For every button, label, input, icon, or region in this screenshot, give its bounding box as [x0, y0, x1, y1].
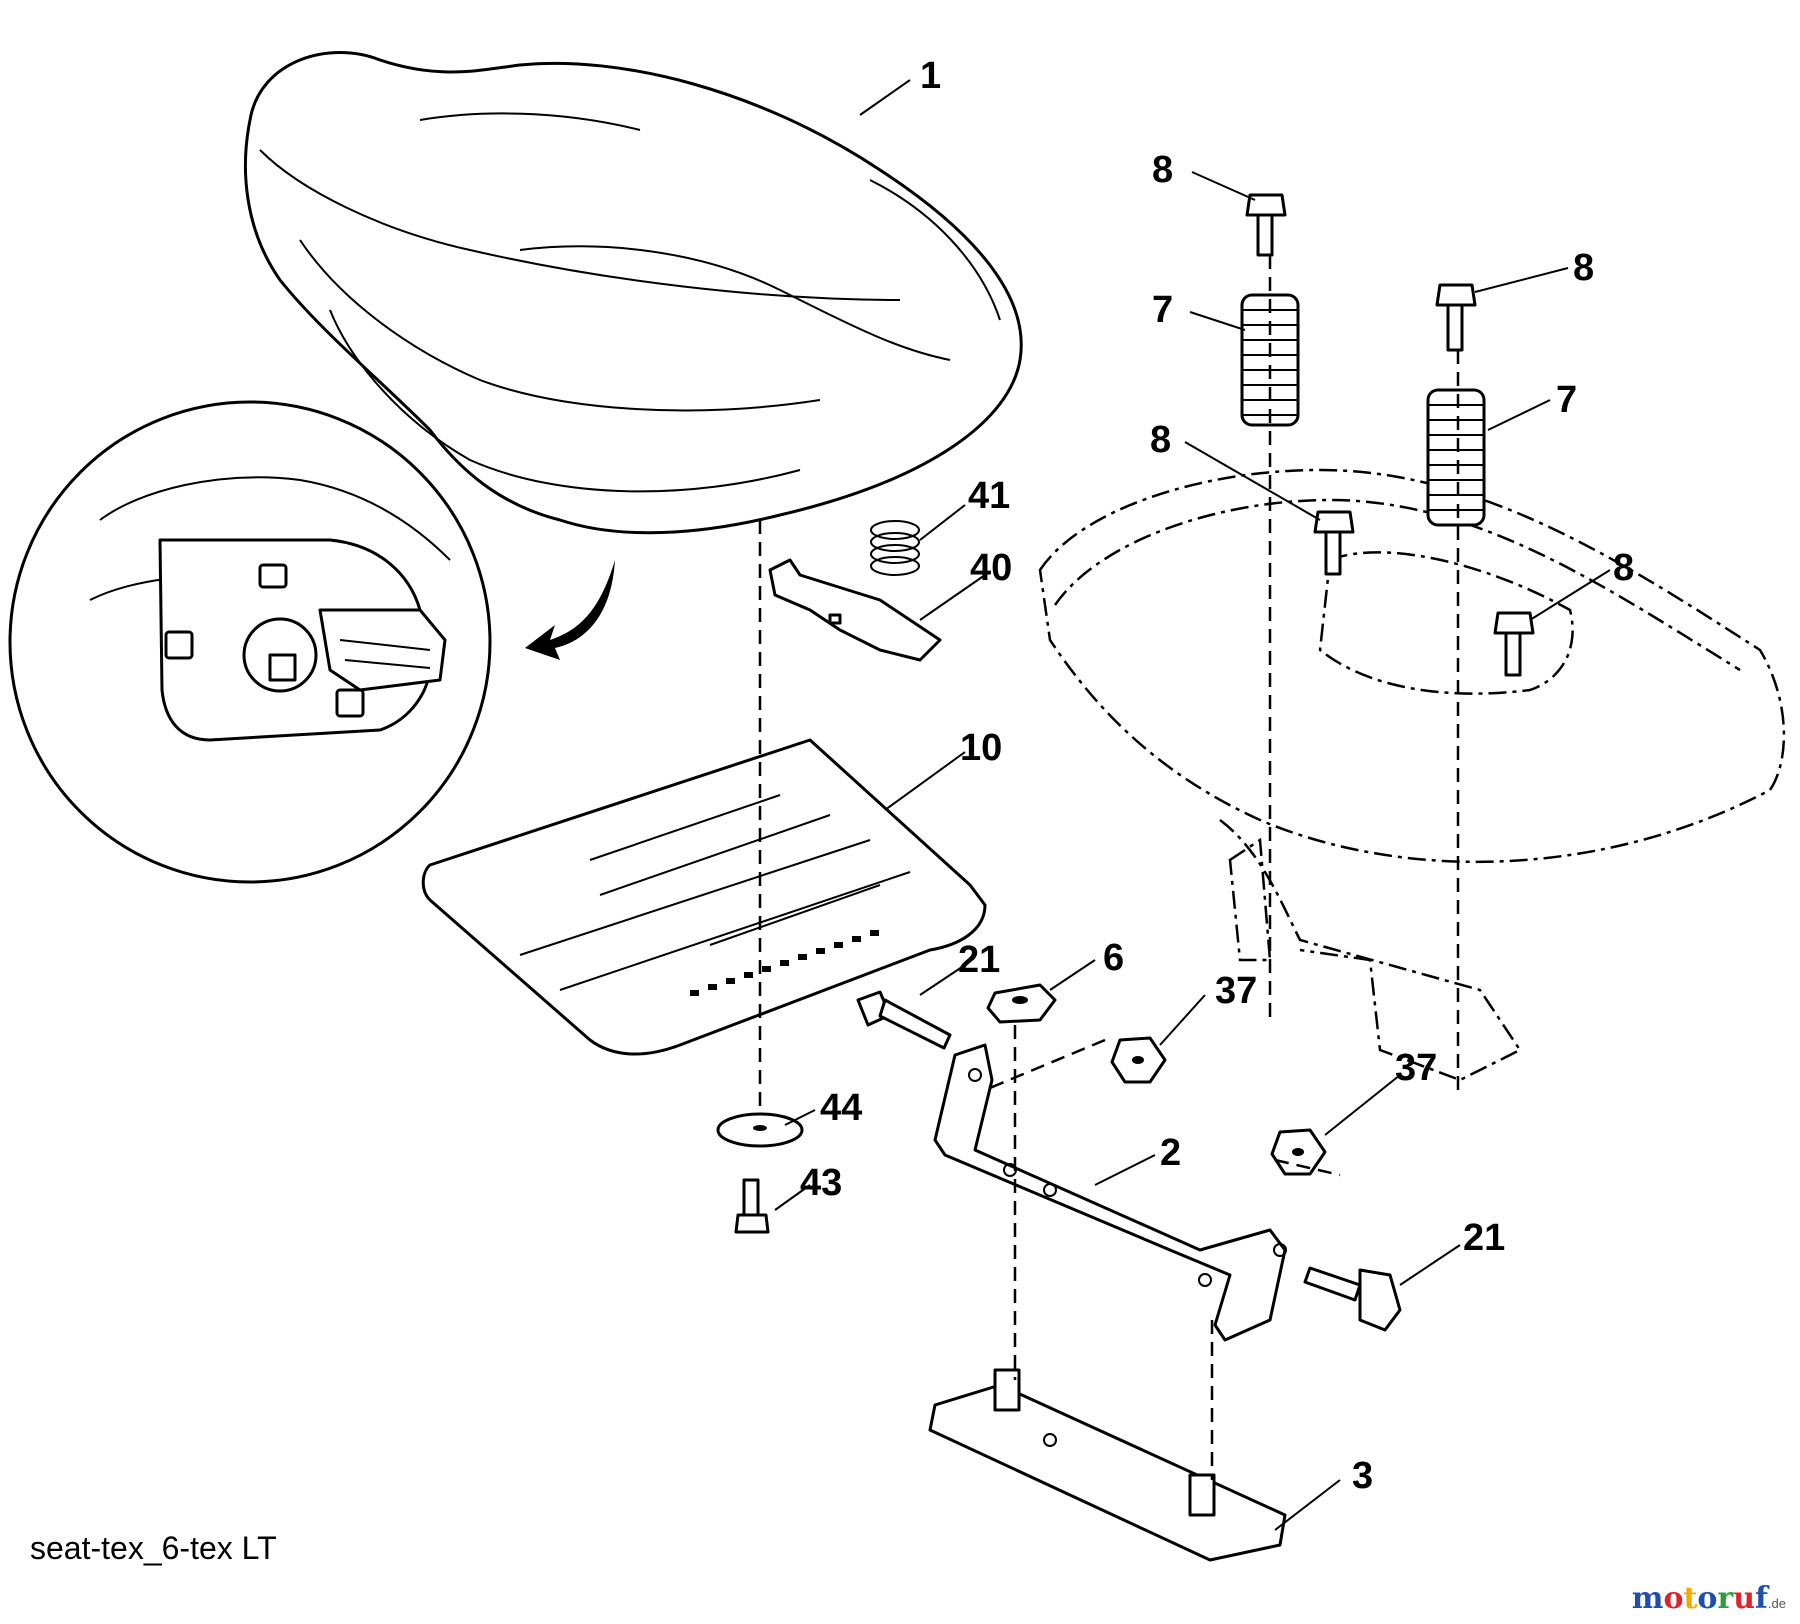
leader-lines [774, 79, 1611, 1531]
spring-7-left [1240, 293, 1300, 427]
callout-8-top-right: 8 [1573, 247, 1594, 289]
latch-40 [768, 558, 942, 662]
callout-1: 1 [920, 55, 941, 97]
seat-pan-10 [421, 738, 987, 1056]
callout-labels: 1 8 7 8 7 8 8 41 40 10 21 6 37 37 2 44 4… [800, 55, 1634, 1497]
watermark-letter: o [1663, 1581, 1684, 1616]
watermark-tld: .de [1767, 1596, 1786, 1611]
callout-21-left: 21 [958, 939, 1000, 981]
callout-21-right: 21 [1463, 1217, 1505, 1259]
diagram-caption: seat-tex_6-tex LT [30, 1530, 277, 1566]
washer-44 [716, 1112, 804, 1148]
watermark-letter: t [1683, 1581, 1698, 1616]
callout-3: 3 [1352, 1455, 1373, 1497]
callout-37-upper: 37 [1215, 970, 1257, 1012]
watermark-logo: motoruf.de [1632, 1581, 1786, 1616]
nut-6 [986, 983, 1057, 1024]
bolt-43 [734, 1178, 770, 1234]
callout-8-mid-right: 8 [1613, 547, 1634, 589]
spring-7-right [1426, 388, 1486, 527]
frame-phantom [1038, 468, 1786, 1082]
callout-43: 43 [800, 1162, 842, 1204]
watermark-letter: r [1717, 1581, 1734, 1616]
adjust-slots [690, 930, 879, 996]
bolt-8-top-right [1435, 283, 1477, 352]
callout-10: 10 [960, 727, 1002, 769]
callout-2: 2 [1160, 1132, 1181, 1174]
plate-3 [928, 1368, 1287, 1562]
callout-41: 41 [968, 475, 1010, 517]
detail-inset [8, 400, 615, 884]
callout-37-lower: 37 [1395, 1047, 1437, 1089]
callout-6: 6 [1103, 937, 1124, 979]
bolt-21-left [856, 990, 952, 1050]
assembly-lines [758, 255, 1460, 1480]
bolt-8-mid-left [1313, 510, 1355, 576]
watermark-letter: m [1631, 1581, 1664, 1616]
watermark-letter: o [1697, 1581, 1718, 1616]
watermark-letter: f [1755, 1581, 1768, 1616]
bolt-21-right [1303, 1266, 1402, 1332]
bracket-2 [933, 1043, 1287, 1342]
callout-8-mid-left: 8 [1150, 419, 1171, 461]
bolt-8-top-left [1245, 193, 1287, 257]
callout-8-top-left: 8 [1152, 149, 1173, 191]
bolt-8-mid-right [1493, 611, 1535, 677]
callout-7-right: 7 [1556, 379, 1577, 421]
callout-7-left: 7 [1152, 289, 1173, 331]
watermark-name: motoruf [1632, 1581, 1768, 1616]
watermark-letter: u [1733, 1581, 1756, 1616]
callout-44: 44 [820, 1087, 862, 1129]
callout-40: 40 [970, 547, 1012, 589]
spring-41 [870, 520, 920, 576]
nut-37-upper [1110, 1036, 1167, 1084]
nut-37-lower [1270, 1128, 1327, 1176]
seat-part [243, 51, 1023, 535]
